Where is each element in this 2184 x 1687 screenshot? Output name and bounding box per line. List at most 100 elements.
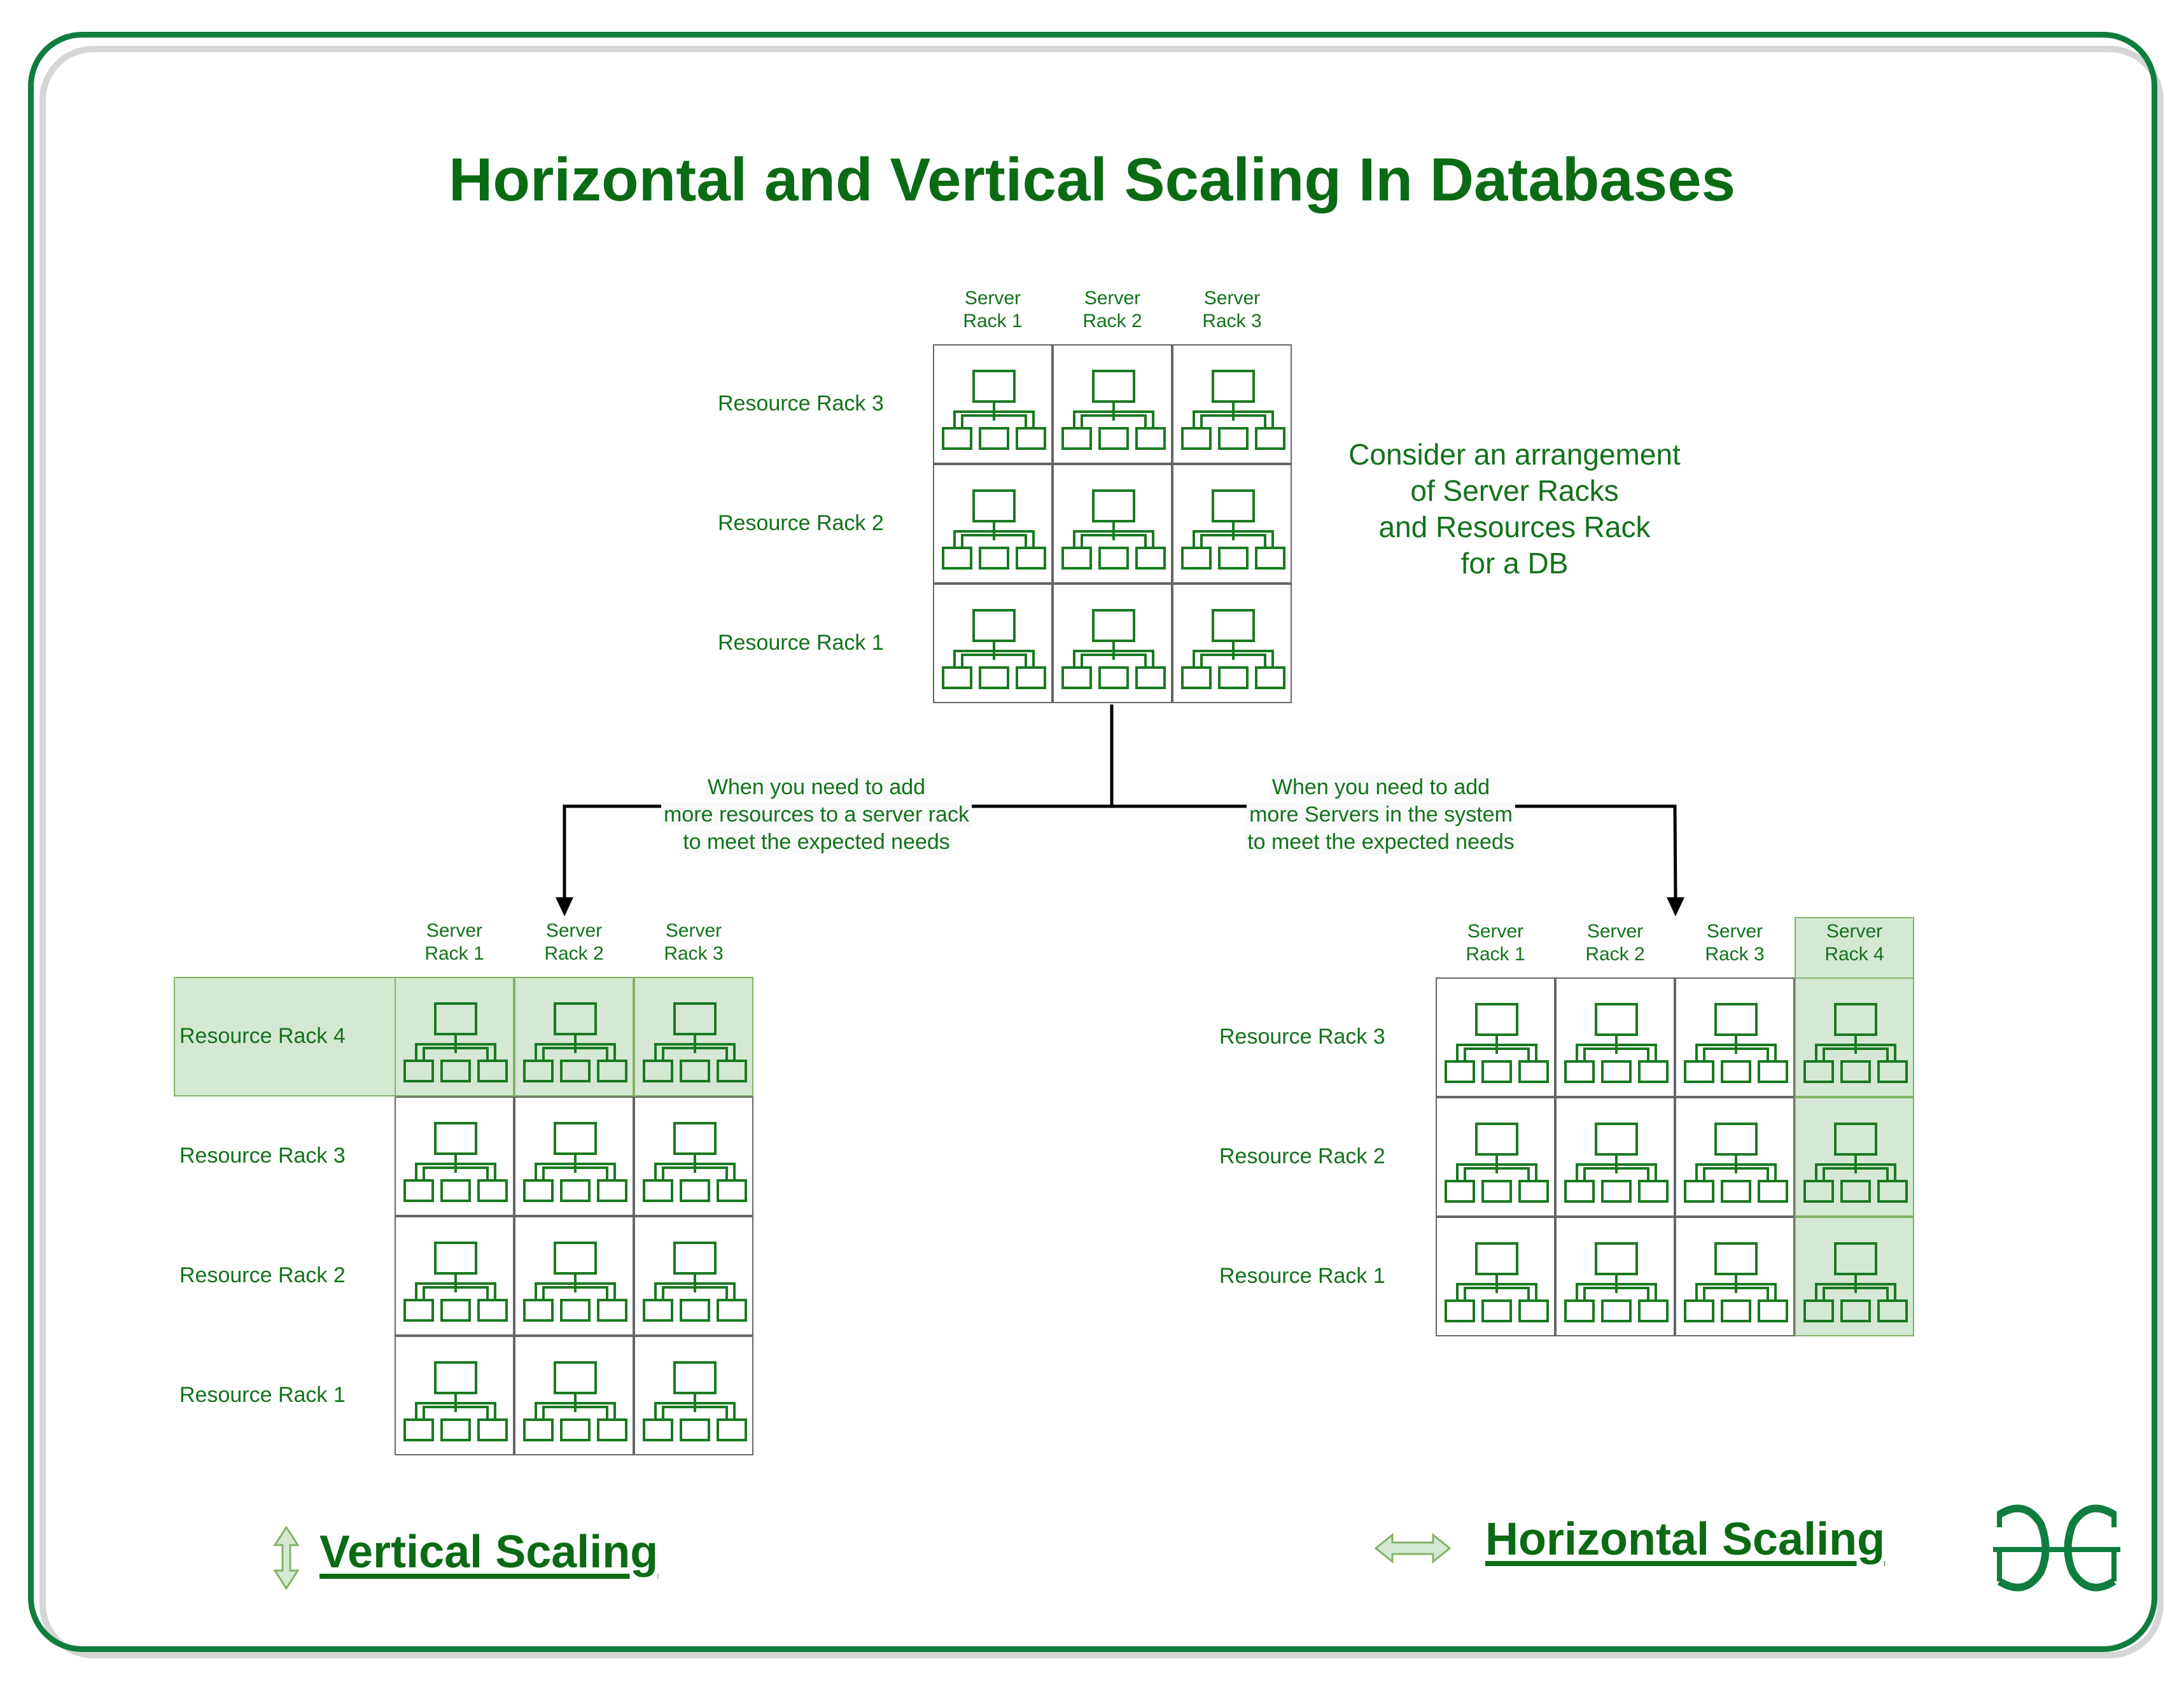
server-network-icon (1803, 1003, 1908, 1083)
rack-cell (395, 1216, 514, 1336)
vertical-double-arrow-icon (273, 1526, 300, 1590)
rack-cell (634, 977, 753, 1096)
server-network-icon (942, 370, 1046, 450)
rack-cell (634, 1216, 753, 1336)
rack-cell (1436, 1217, 1555, 1336)
resource-rack-label: Resource Rack 4 (179, 1024, 346, 1048)
rack-cell (1555, 1217, 1675, 1336)
server-network-icon (1803, 1123, 1908, 1203)
frame-shadow (39, 46, 2164, 1658)
frame-border (28, 32, 2157, 1652)
resource-rack-label: Resource Rack 3 (179, 1144, 346, 1168)
rack-cell (933, 344, 1053, 464)
resource-rack-label: Resource Rack 1 (1219, 1264, 1385, 1288)
edge-label-line: When you need to add (1269, 775, 1493, 799)
server-network-icon (643, 1122, 747, 1202)
resource-rack-label: Resource Rack 1 (179, 1383, 346, 1407)
server-network-icon (523, 1002, 627, 1082)
rack-cell (514, 977, 634, 1096)
rack-cell (1675, 977, 1795, 1097)
server-network-icon (1181, 489, 1285, 570)
rack-cell (933, 464, 1053, 584)
horizontal-double-arrow-icon (1375, 1532, 1451, 1564)
server-network-icon (643, 1002, 747, 1082)
horizontal-edge-label: When you need to add more Servers in the… (1203, 774, 1559, 856)
server-network-icon (942, 609, 1046, 689)
rack-cell (514, 1336, 634, 1455)
server-network-icon (1445, 1123, 1549, 1203)
resource-rack-label: Resource Rack 2 (179, 1263, 346, 1287)
resource-rack-label: Resource Rack 3 (718, 391, 884, 416)
vertical-scaling-arrowhead (556, 897, 573, 916)
server-network-icon (1061, 609, 1166, 689)
rack-cell (514, 1216, 634, 1336)
rack-cell (1053, 464, 1172, 584)
horizontal-scaling-label: Horizontal Scaling (1485, 1514, 1886, 1565)
resource-rack-label: Resource Rack 2 (718, 511, 884, 535)
server-network-icon (403, 1361, 508, 1441)
rack-cell (1555, 1097, 1675, 1217)
note-line: and Resources Rack (1378, 510, 1651, 543)
server-network-icon (1061, 370, 1166, 450)
server-network-icon (1564, 1123, 1669, 1203)
server-network-icon (523, 1242, 627, 1322)
rack-cell (1795, 977, 1914, 1097)
rack-cell (1675, 1097, 1795, 1217)
server-network-icon (1803, 1242, 1908, 1322)
rack-cell (395, 977, 514, 1096)
server-network-icon (1684, 1242, 1788, 1322)
resource-rack-label: Resource Rack 2 (1219, 1144, 1385, 1168)
geeksforgeeks-logo (1987, 1499, 2127, 1600)
note-line: of Server Racks (1410, 474, 1619, 507)
edge-label-line: more resources to a server rack (661, 802, 972, 827)
resource-rack-label: Resource Rack 3 (1219, 1025, 1385, 1049)
horizontal-scaling-arrowhead (1667, 897, 1684, 916)
rack-cell (1172, 464, 1292, 584)
server-network-icon (1181, 609, 1285, 689)
rack-cell (1172, 584, 1292, 703)
rack-cell (1053, 584, 1172, 703)
server-network-icon (1564, 1003, 1669, 1083)
rack-cell (933, 584, 1053, 703)
server-network-icon (1445, 1242, 1549, 1322)
server-network-icon (1181, 370, 1285, 450)
rack-cell (1436, 977, 1555, 1097)
server-network-icon (1564, 1242, 1669, 1322)
rack-cell (1555, 977, 1675, 1097)
edge-label-line: When you need to add (704, 775, 928, 799)
server-network-icon (523, 1122, 627, 1202)
edge-label-line: more Servers in the system (1247, 802, 1515, 827)
rack-cell (395, 1336, 514, 1455)
server-network-icon (523, 1361, 627, 1441)
vertical-scaling-label: Vertical Scaling (319, 1527, 659, 1578)
rack-cell (1795, 1217, 1914, 1336)
note-line: Consider an arrangement (1348, 438, 1681, 471)
server-network-icon (1684, 1123, 1788, 1203)
server-network-icon (403, 1122, 508, 1202)
server-network-icon (403, 1002, 508, 1082)
rack-cell (1053, 344, 1172, 464)
arrangement-note: Consider an arrangement of Server Racks … (1311, 437, 1718, 582)
resource-rack-label: Resource Rack 1 (718, 631, 884, 655)
rack-cell (514, 1096, 634, 1216)
server-network-icon (643, 1361, 747, 1441)
rack-cell (1436, 1097, 1555, 1217)
edge-label-line: to meet the expected needs (1245, 830, 1517, 854)
rack-cell (634, 1336, 753, 1455)
rack-cell (1172, 344, 1292, 464)
server-network-icon (643, 1242, 747, 1322)
page-title: Horizontal and Vertical Scaling In Datab… (449, 146, 1735, 214)
rack-cell (1675, 1217, 1795, 1336)
rack-cell (634, 1096, 753, 1216)
rack-cell (395, 1096, 514, 1216)
